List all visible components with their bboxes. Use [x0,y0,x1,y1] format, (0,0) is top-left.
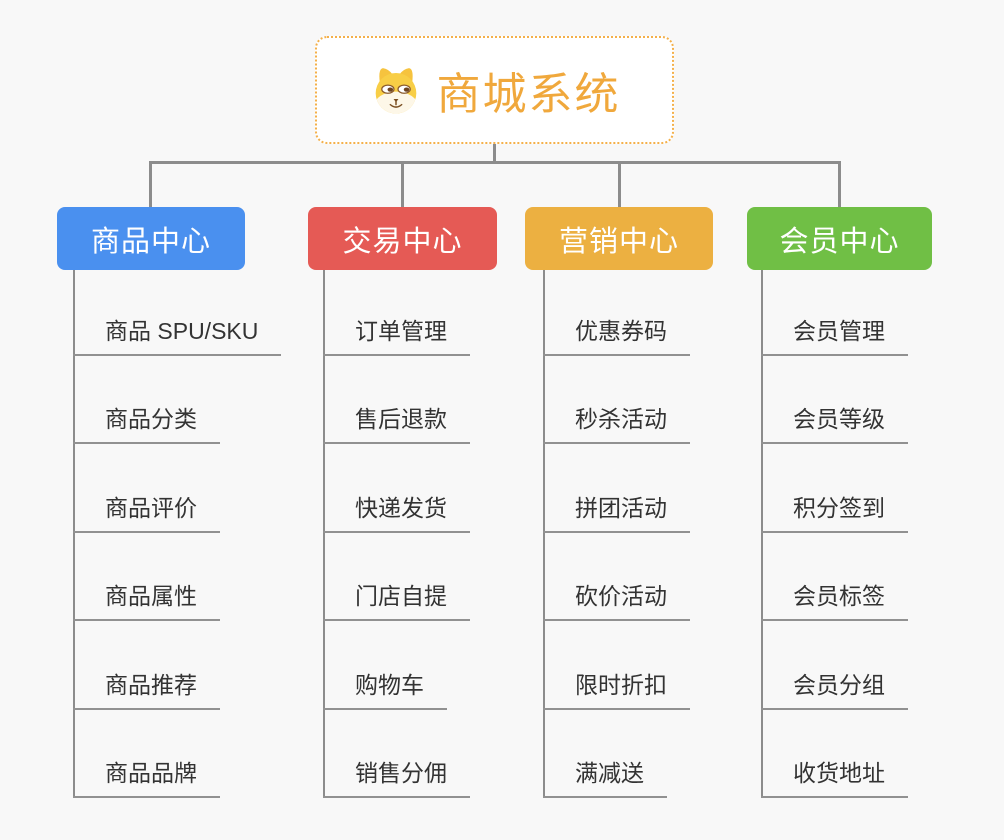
connector-vline [543,270,545,798]
child-node[interactable]: 订单管理 [323,318,470,356]
connector-drop-marketing [618,161,621,207]
connector-vline [323,270,325,798]
child-node[interactable]: 商品 SPU/SKU [73,318,282,356]
child-node[interactable]: 商品分类 [73,406,220,444]
root-title: 商城系统 [436,70,621,119]
connector-drop-trade [401,161,404,207]
connector-vline [73,270,75,798]
child-node[interactable]: 快递发货 [323,495,470,533]
root-node[interactable]: 商城系统 [315,36,674,144]
child-node[interactable]: 商品推荐 [73,672,220,710]
child-node[interactable]: 会员标签 [761,583,908,621]
child-node[interactable]: 积分签到 [761,495,908,533]
connector-vline [761,270,763,798]
branch-node-members[interactable]: 会员中心 [747,207,932,270]
child-node[interactable]: 商品品牌 [73,760,220,798]
child-node[interactable]: 秒杀活动 [543,406,690,444]
child-node[interactable]: 优惠券码 [543,318,690,356]
child-node[interactable]: 限时折扣 [543,672,690,710]
child-node[interactable]: 售后退款 [323,406,470,444]
connector-drop-members [838,161,841,207]
dog-face-icon [375,68,416,114]
connector-drop-products [149,161,152,207]
child-node[interactable]: 商品属性 [73,583,220,621]
connector-trunk [149,161,841,164]
child-node[interactable]: 拼团活动 [543,495,690,533]
child-node[interactable]: 销售分佣 [323,760,470,798]
child-node[interactable]: 收货地址 [761,760,908,798]
branch-node-marketing[interactable]: 营销中心 [525,207,713,270]
branch-node-trade[interactable]: 交易中心 [308,207,497,270]
connector-root-stem [493,144,496,163]
branch-children-trade: 订单管理 售后退款 快递发货 门店自提 购物车 销售分佣 [323,270,553,800]
child-node[interactable]: 会员等级 [761,406,908,444]
child-node[interactable]: 购物车 [323,672,447,710]
child-node[interactable]: 商品评价 [73,495,220,533]
child-node[interactable]: 会员分组 [761,672,908,710]
branch-children-marketing: 优惠券码 秒杀活动 拼团活动 砍价活动 限时折扣 满减送 [543,270,773,800]
child-node[interactable]: 会员管理 [761,318,908,356]
branch-children-products: 商品 SPU/SKU 商品分类 商品评价 商品属性 商品推荐 商品品牌 [73,270,303,800]
branch-node-products[interactable]: 商品中心 [57,207,245,270]
child-node[interactable]: 门店自提 [323,583,470,621]
child-node[interactable]: 满减送 [543,760,667,798]
branch-children-members: 会员管理 会员等级 积分签到 会员标签 会员分组 收货地址 [761,270,991,800]
child-node[interactable]: 砍价活动 [543,583,690,621]
